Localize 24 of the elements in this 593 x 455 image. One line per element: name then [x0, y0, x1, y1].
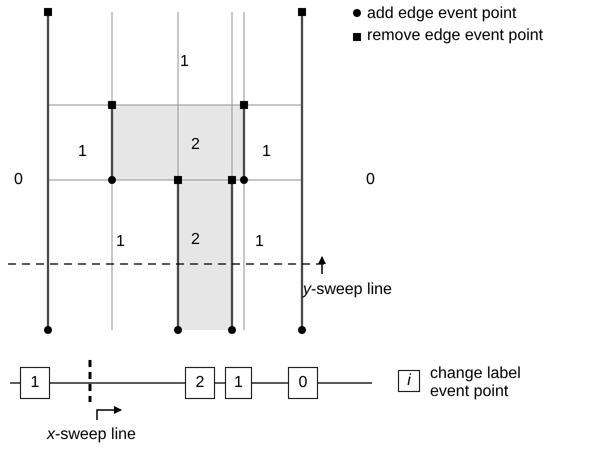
region-number: 1 — [78, 143, 87, 161]
region-number: 0 — [366, 171, 375, 189]
label-box: 1 — [225, 367, 252, 399]
region-number: 1 — [116, 233, 125, 251]
legend-text: change label event point — [430, 365, 522, 401]
axis-label: y-sweep line — [303, 281, 392, 299]
region-number: 1 — [255, 233, 264, 251]
legend-text: add edge event point — [367, 5, 516, 23]
axis-label: x-sweep line — [47, 426, 136, 444]
connector-line — [318, 382, 372, 384]
legend-text: remove edge event point — [367, 27, 544, 45]
connector-line — [10, 382, 20, 384]
region-number: 2 — [191, 136, 200, 154]
region-number: 2 — [191, 231, 200, 249]
region-number: 1 — [262, 143, 271, 161]
connector-line — [252, 382, 288, 384]
region-number: 0 — [14, 171, 23, 189]
label-box: 0 — [288, 367, 318, 399]
label-box: 2 — [185, 367, 215, 399]
connector-line — [50, 382, 185, 384]
legend-symbol: i — [398, 370, 420, 392]
connector-line — [215, 382, 225, 384]
label-box: 1 — [20, 367, 50, 399]
region-number: 1 — [180, 53, 189, 71]
